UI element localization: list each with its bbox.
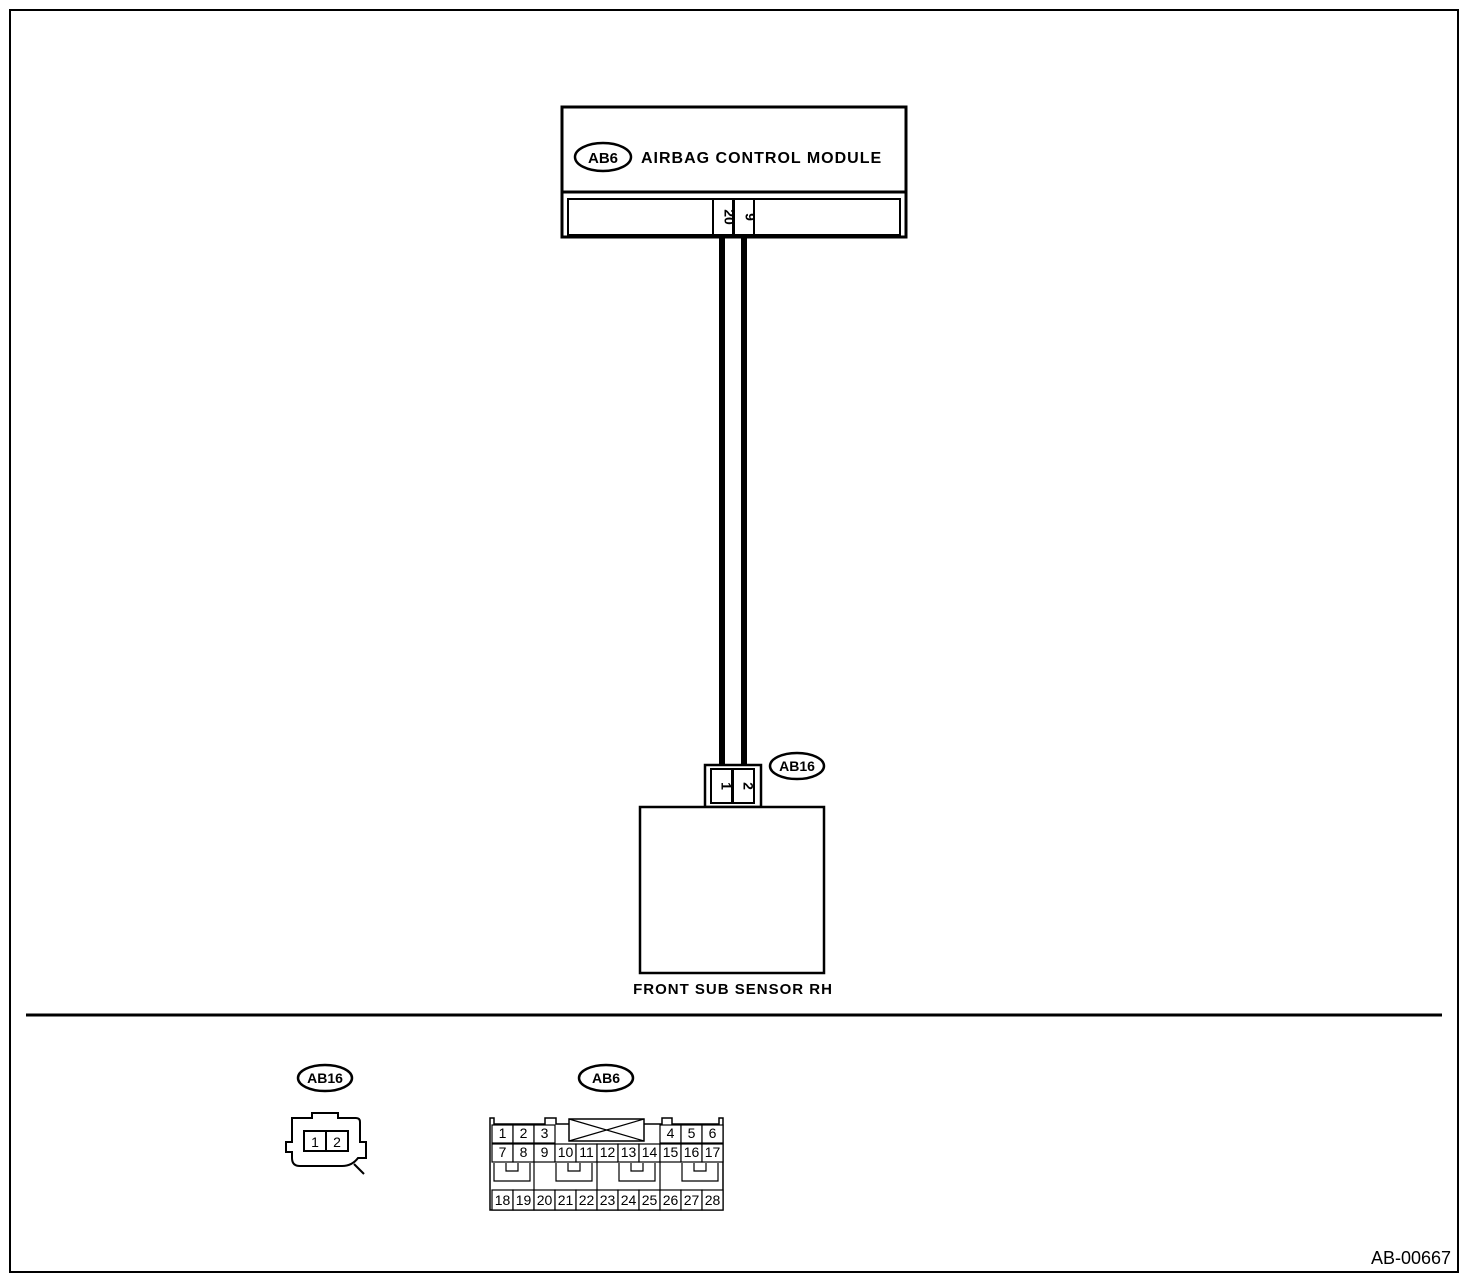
legend-ab6-pin: 23	[600, 1192, 616, 1208]
legend-ab6-pin: 18	[495, 1192, 511, 1208]
legend-ab16-latch	[353, 1163, 365, 1175]
sensor-connector-id: AB16	[779, 758, 815, 774]
legend-ab6-pin: 4	[667, 1125, 675, 1141]
legend-ab6-latch	[681, 1163, 719, 1182]
legend-ab6-cavity	[701, 1124, 724, 1144]
legend-ab6-id: AB6	[592, 1070, 620, 1086]
legend-ab6-pin: 20	[537, 1192, 553, 1208]
legend-ab6-pin: 10	[558, 1144, 574, 1160]
legend-ab6-pin: 27	[684, 1192, 700, 1208]
legend-ab16-id: AB16	[307, 1070, 343, 1086]
legend-ab6-oval	[577, 1063, 635, 1093]
sensor-terminal-cell	[732, 768, 755, 804]
legend-ab6-pin: 19	[516, 1192, 532, 1208]
legend-ab6-pin: 26	[663, 1192, 679, 1208]
legend-ab6-pin: 6	[709, 1125, 717, 1141]
legend-ab16-pin: 1	[311, 1134, 319, 1150]
module-connector-oval	[573, 141, 633, 173]
legend-ab6-pin: 9	[541, 1144, 549, 1160]
harness-wires	[719, 237, 747, 768]
diagram-id: AB-00667	[1371, 1248, 1451, 1268]
module-connector-id: AB6	[588, 150, 618, 167]
module-terminal-label: 20	[721, 209, 737, 225]
legend-ab6-pin: 13	[621, 1144, 637, 1160]
module-terminal-label: 9	[742, 213, 758, 221]
airbag-control-module: AB6 AIRBAG CONTROL MODULE 20 9	[560, 105, 908, 239]
sensor-terminal-label: 1	[718, 782, 734, 790]
sensor-terminal-label: 2	[740, 782, 756, 790]
legend-ab6-pin: 14	[642, 1144, 658, 1160]
legend-ab6-pin: 22	[579, 1192, 595, 1208]
legend-ab6-latch	[555, 1163, 593, 1182]
legend-ab6-latch	[493, 1163, 531, 1182]
outer-frame	[9, 9, 1459, 1273]
legend-ab6-pin: 15	[663, 1144, 679, 1160]
legend-ab6-pin: 16	[684, 1144, 700, 1160]
legend-ab6-pin: 3	[541, 1125, 549, 1141]
legend-ab6-pin: 12	[600, 1144, 616, 1160]
module-connector-badge: AB6	[573, 141, 633, 173]
sensor-name: FRONT SUB SENSOR RH	[633, 981, 833, 998]
legend-ab6-key-x	[568, 1118, 645, 1142]
legend-ab6-pin: 2	[520, 1125, 528, 1141]
legend-ab6-pin: 17	[705, 1144, 721, 1160]
legend-ab6-pin: 25	[642, 1192, 658, 1208]
legend-ab6-pin: 5	[688, 1125, 696, 1141]
legend-ab6-cavity	[533, 1124, 556, 1144]
legend-ab6-cavity	[701, 1143, 724, 1163]
module-name: AIRBAG CONTROL MODULE	[641, 150, 882, 167]
legend-ab6-pin: 28	[705, 1192, 721, 1208]
legend-ab6-pin: 7	[499, 1144, 507, 1160]
legend-ab6-pin: 8	[520, 1144, 528, 1160]
legend-ab16: AB16 1 2	[285, 1063, 367, 1175]
legend-ab6-pin: 1	[499, 1125, 507, 1141]
legend-ab6-pin: 24	[621, 1192, 637, 1208]
sensor-body	[638, 805, 826, 975]
legend-ab6-pin: 21	[558, 1192, 574, 1208]
front-sub-sensor: 1 2 AB16 FRONT SUB SENSOR RH	[633, 751, 833, 998]
module-terminal-cell	[733, 198, 755, 236]
legend-ab6-cavity	[701, 1189, 724, 1211]
legend-ab16-pin: 2	[333, 1134, 341, 1150]
legend-ab6-latch	[618, 1163, 656, 1182]
sensor-connector-oval	[768, 751, 826, 781]
sensor-connector-badge: AB16	[768, 751, 826, 781]
legend-ab16-oval	[296, 1063, 354, 1093]
legend-ab6-pin: 11	[579, 1144, 594, 1160]
